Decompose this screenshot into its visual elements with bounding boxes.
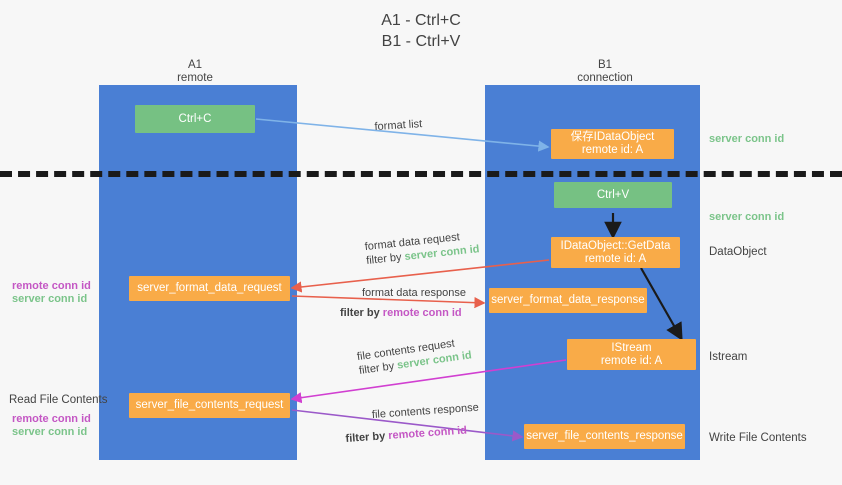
- column-b1-sub: connection: [577, 72, 633, 84]
- right-label-server-conn-id-top: server conn id: [709, 133, 785, 145]
- edge-label-file-contents-response-line1: file contents response: [371, 401, 480, 422]
- node-server-file-contents-response-label: server_file_contents_response: [526, 430, 683, 442]
- column-header-a1: A1 remote: [115, 59, 275, 85]
- phase-divider: [0, 171, 842, 177]
- node-server-format-data-request-label: server_format_data_request: [137, 282, 282, 294]
- left-label-remote-conn-id-2: remote conn id: [12, 413, 91, 425]
- node-getdata-line2: remote id: A: [584, 252, 647, 265]
- node-server-format-data-request[interactable]: server_format_data_request: [129, 276, 290, 301]
- right-label-dataobject: DataObject: [709, 246, 767, 258]
- right-label-istream: Istream: [709, 351, 748, 363]
- edge-label-file-contents-response-filter: filter by remote conn id: [345, 423, 481, 446]
- node-save-idataobject[interactable]: 保存IDataObject remote id: A: [551, 129, 674, 159]
- edge-label-format-data-response-line1: format data response: [362, 287, 466, 299]
- node-getdata-line1: IDataObject::GetData: [560, 239, 671, 252]
- column-b1-name: B1: [597, 59, 613, 71]
- node-istream-line2: remote id: A: [600, 354, 663, 367]
- edge-label-format-data-response-filter: filter by remote conn id: [340, 306, 466, 320]
- node-save-idataobject-line1: 保存IDataObject: [570, 131, 655, 143]
- node-ctrl-c[interactable]: Ctrl+C: [135, 105, 255, 133]
- diagram-title: A1 - Ctrl+C B1 - Ctrl+V: [0, 10, 842, 52]
- column-a1-sub: remote: [177, 72, 213, 84]
- node-server-file-contents-request[interactable]: server_file_contents_request: [129, 393, 290, 418]
- title-line-2: B1 - Ctrl+V: [381, 33, 461, 50]
- filter-key-remote-conn-id: remote conn id: [382, 307, 462, 319]
- right-label-server-conn-id-mid: server conn id: [709, 211, 785, 223]
- left-label-remote-conn-id-1: remote conn id: [12, 280, 91, 292]
- left-label-server-conn-id-1: server conn id: [12, 293, 88, 305]
- node-ctrl-c-label: Ctrl+C: [178, 112, 212, 125]
- node-ctrl-v-label: Ctrl+V: [596, 188, 630, 201]
- node-istream[interactable]: IStream remote id: A: [567, 339, 696, 370]
- node-server-file-contents-request-label: server_file_contents_request: [135, 399, 284, 411]
- node-save-idataobject-line2: remote id: A: [581, 144, 644, 156]
- filter-key-remote-conn-id: remote conn id: [387, 424, 468, 442]
- node-server-file-contents-response[interactable]: server_file_contents_response: [524, 424, 685, 449]
- edge-label-file-contents-response: file contents response filter by remote …: [345, 401, 480, 445]
- left-label-server-conn-id-2: server conn id: [12, 426, 88, 438]
- node-ctrl-v[interactable]: Ctrl+V: [554, 182, 672, 208]
- filter-prefix: filter by: [345, 429, 389, 445]
- right-label-write-file-contents: Write File Contents: [709, 432, 807, 444]
- node-server-format-data-response[interactable]: server_format_data_response: [489, 288, 647, 313]
- node-istream-line1: IStream: [611, 341, 652, 354]
- edge-label-format-list: format list: [374, 118, 423, 134]
- title-line-1: A1 - Ctrl+C: [381, 12, 461, 29]
- node-server-format-data-response-label: server_format_data_response: [491, 294, 645, 306]
- node-getdata[interactable]: IDataObject::GetData remote id: A: [551, 237, 680, 268]
- edge-label-file-contents-request: file contents request filter by server c…: [356, 334, 473, 378]
- filter-prefix: filter by: [340, 307, 383, 319]
- left-label-read-file-contents: Read File Contents: [9, 394, 108, 406]
- edge-label-format-data-request: format data request filter by server con…: [364, 228, 480, 268]
- filter-prefix: filter by: [365, 251, 406, 268]
- edge-label-format-data-response: format data response filter by remote co…: [340, 286, 466, 320]
- column-a1-name: A1: [187, 59, 203, 71]
- column-header-b1: B1 connection: [525, 59, 685, 85]
- filter-prefix: filter by: [358, 359, 399, 378]
